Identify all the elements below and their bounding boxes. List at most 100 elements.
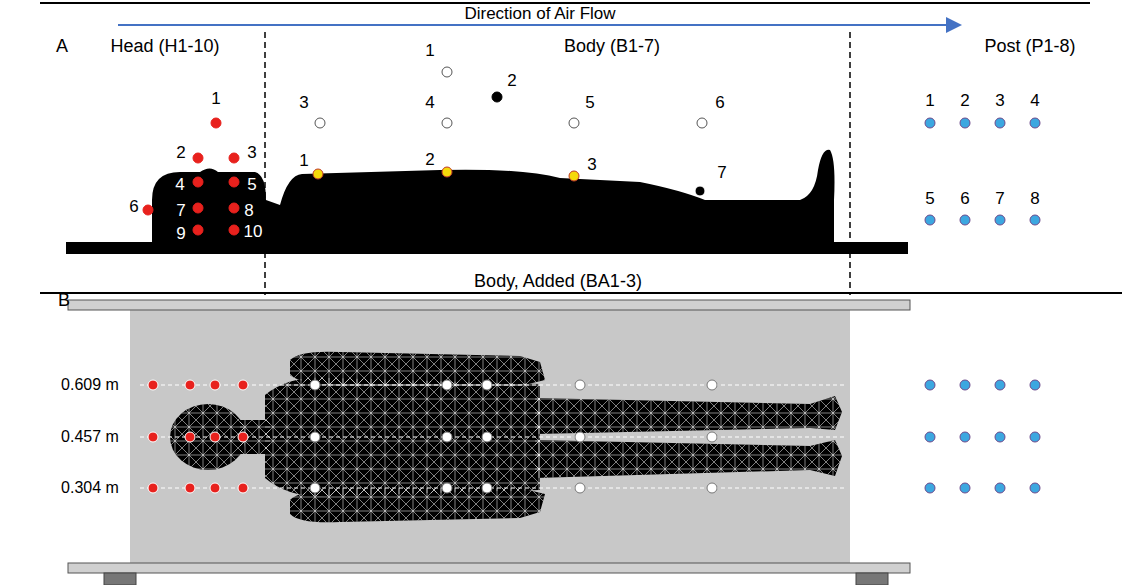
sensor-dot (569, 171, 579, 181)
region-label: Head (H1-10) (110, 37, 219, 55)
panel-b (68, 300, 910, 585)
sensor-dot (925, 483, 935, 493)
sensor-dot (492, 92, 502, 102)
region-label: Post (P1-8) (984, 37, 1075, 55)
sensor-dot (1030, 432, 1040, 442)
sensor-dot (310, 483, 320, 493)
callout-number: 3 (587, 156, 596, 173)
sensor-dot (210, 483, 220, 493)
sensor-dot (995, 432, 1005, 442)
sensor-dot (995, 483, 1005, 493)
dimension-label: 0.609 m (61, 377, 119, 393)
callout-number: 2 (176, 144, 185, 161)
sensor-dot (442, 118, 452, 128)
sensor-dot (229, 225, 239, 235)
callout-number: 3 (299, 94, 308, 111)
sensor-dot (1030, 380, 1040, 390)
sensor-dot (925, 215, 935, 225)
sensor-dot (315, 118, 325, 128)
callout-number: 2 (960, 92, 969, 109)
callout-number: 6 (715, 94, 724, 111)
sensor-dot (148, 380, 158, 390)
body-part (290, 352, 545, 386)
sensor-dot (575, 483, 585, 493)
callout-number: 9 (176, 225, 185, 242)
sensor-dot (143, 205, 153, 215)
callout-number: 4 (425, 94, 434, 111)
sensor-dots (143, 67, 1040, 493)
sensor-dot (185, 380, 195, 390)
bed-base (66, 242, 908, 254)
sensor-dot (442, 432, 452, 442)
dimension-label: 0.304 m (61, 480, 119, 496)
sensor-dot (310, 432, 320, 442)
callout-number: 6 (960, 190, 969, 207)
callout-number: 10 (244, 223, 263, 240)
sensor-dot (210, 380, 220, 390)
sensor-dot (1030, 215, 1040, 225)
sensor-dot (442, 380, 452, 390)
bed-leg (104, 573, 136, 585)
arrow-label: Direction of Air Flow (464, 5, 615, 22)
sensor-dot (707, 432, 717, 442)
sensor-dot (482, 483, 492, 493)
airflow-arrow (118, 24, 960, 26)
sensor-dot (229, 177, 239, 187)
divider (264, 32, 266, 295)
bed-rail (68, 300, 910, 310)
sensor-dot (960, 118, 970, 128)
body-part (535, 440, 842, 478)
bed-rail (68, 563, 910, 573)
sensor-dot (229, 153, 239, 163)
callout-number: 5 (585, 94, 594, 111)
sensor-dot (695, 186, 705, 196)
callout-number: 3 (247, 144, 256, 161)
panel-letter: B (58, 291, 70, 309)
sensor-dot (185, 483, 195, 493)
body-part (535, 440, 842, 478)
panel-letter: A (56, 37, 68, 55)
sensor-dot (960, 380, 970, 390)
divider (849, 32, 851, 295)
body-part (290, 488, 545, 522)
sensor-dot (193, 177, 203, 187)
panel-a (40, 3, 1122, 295)
sensor-dot (210, 432, 220, 442)
sensor-dot (313, 169, 323, 179)
callout-number: 5 (925, 190, 934, 207)
sensor-dot (482, 432, 492, 442)
callout-number: 7 (995, 190, 1004, 207)
callout-number: 7 (176, 202, 185, 219)
sensor-dot (238, 432, 248, 442)
callout-number: 6 (129, 198, 138, 215)
sensor-dot (575, 432, 585, 442)
callout-number: 8 (244, 202, 253, 219)
sensor-dot (995, 215, 1005, 225)
sensor-dot (185, 432, 195, 442)
sensor-dot (193, 203, 203, 213)
sensor-dot (482, 380, 492, 390)
sensor-dot (442, 483, 452, 493)
sensor-dot (995, 118, 1005, 128)
sensor-dot (925, 380, 935, 390)
sensor-dot (960, 215, 970, 225)
callout-number: 1 (925, 92, 934, 109)
sensor-dot (238, 483, 248, 493)
body-part (290, 352, 545, 386)
bed-leg (856, 573, 888, 585)
sensor-dot (1030, 118, 1040, 128)
callout-number: 1 (425, 42, 434, 59)
sensor-dot (925, 118, 935, 128)
bed-top (130, 308, 850, 566)
body-part (535, 396, 842, 434)
dimension-label: 0.457 m (61, 429, 119, 445)
callout-number: 7 (717, 164, 726, 181)
sensor-dot (229, 203, 239, 213)
sensor-dot (697, 118, 707, 128)
sensor-dot (211, 118, 221, 128)
sensor-dot (569, 118, 579, 128)
sensor-dot (995, 380, 1005, 390)
sensor-dot (442, 167, 452, 177)
